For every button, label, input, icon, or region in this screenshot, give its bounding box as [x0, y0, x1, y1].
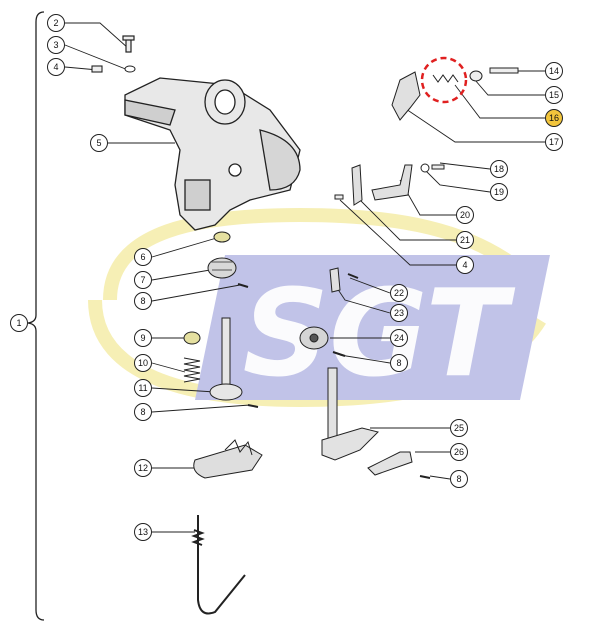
callout-19: 19	[490, 183, 508, 201]
bolt-18	[431, 164, 445, 170]
lever-26	[367, 451, 413, 476]
pin-22	[347, 273, 359, 279]
callout-8d: 8	[450, 470, 468, 488]
callout-8a: 8	[134, 292, 152, 310]
callout-24: 24	[390, 329, 408, 347]
fork-23	[329, 267, 341, 293]
callout-7: 7	[134, 271, 152, 289]
lever-12	[193, 439, 263, 479]
callout-8c: 8	[390, 354, 408, 372]
callout-5: 5	[90, 134, 108, 152]
rod-13	[191, 515, 246, 615]
spring-10	[183, 357, 201, 383]
plate-21	[351, 164, 363, 206]
gear-24	[299, 326, 329, 350]
callout-4b: 4	[456, 256, 474, 274]
leader-lines	[64, 22, 545, 533]
bolt-14	[489, 67, 519, 74]
spring-16	[432, 74, 459, 83]
callout-3: 3	[47, 36, 65, 54]
collar-9	[183, 331, 201, 345]
clip-15	[469, 70, 483, 82]
watermark-text: SGT	[243, 265, 516, 404]
group-bracket	[27, 11, 45, 621]
bracket-17	[391, 71, 421, 121]
callout-25: 25	[450, 419, 468, 437]
callout-18: 18	[490, 160, 508, 178]
ring-6	[213, 231, 231, 243]
callout-20: 20	[456, 206, 474, 224]
bolt-2	[122, 35, 135, 53]
washer-3	[124, 65, 136, 73]
callout-21: 21	[456, 231, 474, 249]
pin-8a	[237, 283, 249, 288]
screw-4	[91, 65, 103, 73]
callout-13: 13	[134, 523, 152, 541]
pin-8d	[419, 475, 431, 479]
callout-9: 9	[134, 329, 152, 347]
callout-14: 14	[545, 62, 563, 80]
pin-8c	[332, 351, 346, 357]
lever-20	[371, 164, 413, 201]
highlight-circle	[420, 56, 468, 104]
pin-8b	[247, 404, 259, 408]
washer-19	[420, 163, 430, 173]
callout-11: 11	[134, 379, 152, 397]
shaft-11	[209, 317, 243, 401]
callout-22: 22	[390, 284, 408, 302]
shift-fork-25	[321, 367, 379, 461]
watermark-logo: SGT	[88, 207, 550, 408]
callout-12: 12	[134, 459, 152, 477]
callout-15: 15	[545, 86, 563, 104]
callout-6: 6	[134, 248, 152, 266]
callout-2: 2	[47, 14, 65, 32]
callout-16: 16	[545, 109, 563, 127]
callout-1: 1	[10, 314, 28, 332]
callout-26: 26	[450, 443, 468, 461]
callout-17: 17	[545, 133, 563, 151]
callout-23: 23	[390, 304, 408, 322]
callout-8b: 8	[134, 403, 152, 421]
callout-4a: 4	[47, 58, 65, 76]
callout-10: 10	[134, 354, 152, 372]
screw-4b	[334, 194, 344, 200]
gear-7	[207, 257, 237, 279]
gear-housing	[124, 77, 301, 231]
